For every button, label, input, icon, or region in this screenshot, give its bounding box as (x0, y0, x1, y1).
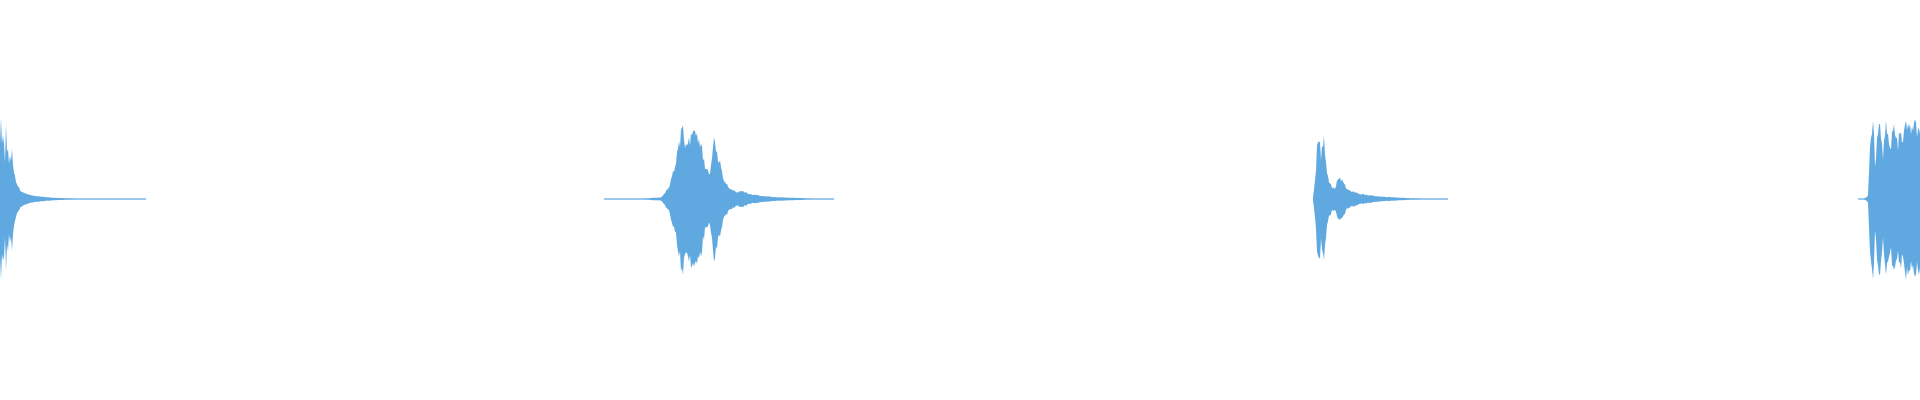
waveform-shape (604, 125, 834, 275)
waveform-clip-1 (0, 118, 146, 280)
waveform-clip-3 (1313, 135, 1448, 260)
waveform-clip-4 (1858, 119, 1920, 280)
waveform-shape (1313, 135, 1448, 260)
waveform-clips (0, 118, 1920, 280)
waveform-clip-2 (604, 125, 834, 275)
